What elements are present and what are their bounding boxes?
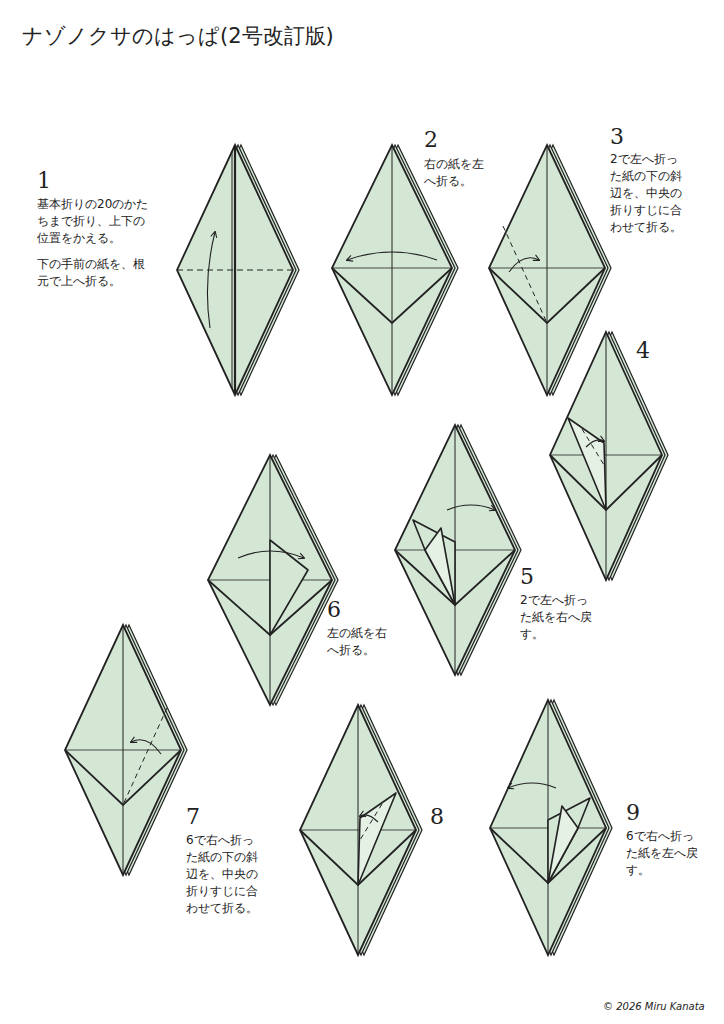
step-number: 9 [626, 800, 640, 826]
center-edge [234, 145, 236, 395]
valley-fold-line [177, 270, 293, 271]
flap-edge [332, 268, 452, 323]
folded-flap [413, 520, 455, 605]
flap-edge [489, 268, 605, 323]
valley-fold-line [123, 708, 167, 805]
step-number: 6 [327, 597, 341, 623]
step-number: 3 [610, 124, 624, 150]
step-figure [65, 625, 187, 875]
fold-arrow [207, 232, 215, 328]
step-instruction: 2で左へ折った紙を右へ戻す。 [520, 592, 598, 643]
step-number: 1 [37, 168, 51, 194]
folded-flap [425, 528, 455, 605]
fold-arrow [508, 783, 556, 788]
crease-line [300, 830, 416, 831]
paper-outline [300, 705, 416, 955]
folded-flap [548, 806, 578, 883]
step-instruction: 6で右へ折った紙の下の斜辺を、中央の折りすじに合わせて折る。 [186, 832, 264, 917]
folded-flap [568, 418, 606, 510]
paper-outline [177, 145, 293, 395]
step-instruction: 下の手前の紙を、根元で上へ折る。 [37, 256, 155, 290]
fold-arrow [347, 252, 437, 260]
step-instruction: 右の紙を左へ折る。 [424, 156, 486, 190]
valley-fold-line [503, 226, 547, 323]
fold-arrow [131, 740, 161, 754]
paper-outline [550, 332, 662, 580]
crease-line [550, 455, 662, 456]
step-figure [300, 705, 422, 955]
step-figure [177, 145, 299, 395]
paper-outline [395, 425, 515, 675]
step-figure [489, 145, 611, 395]
crease-line [65, 750, 181, 751]
step-number: 4 [636, 338, 650, 364]
step-number: 5 [520, 564, 534, 590]
fold-arrow [509, 258, 539, 272]
step-figure [395, 425, 521, 675]
step-instruction: 6で右へ折った紙を左へ戻す。 [626, 828, 704, 879]
fold-arrow [447, 505, 495, 510]
step-number: 2 [424, 127, 438, 153]
fold-arrow [238, 551, 304, 558]
paper-outline [65, 625, 181, 875]
crease-line [606, 332, 607, 580]
crease-line [489, 268, 605, 269]
valley-fold-line [582, 429, 604, 465]
paper-outline [208, 455, 332, 705]
step-figure [490, 700, 612, 955]
valley-fold-line [360, 804, 382, 840]
crease-line [392, 145, 393, 395]
step-instruction: 左の紙を右へ折る。 [327, 625, 389, 659]
crease-line [547, 145, 548, 395]
crease-line [332, 268, 452, 269]
fold-arrow [586, 440, 604, 447]
step-number: 8 [430, 804, 444, 830]
copyright-note: © 2026 Miru Kanata [603, 1000, 705, 1014]
paper-outline [489, 145, 605, 395]
flap-edge [65, 750, 181, 805]
step-figure [550, 332, 668, 580]
folded-flap [270, 540, 308, 635]
fold-arrow [360, 815, 378, 822]
step-instruction: 基本折りの20のかたちまで折り、上下の位置をかえる。 [37, 196, 155, 247]
folded-flap [548, 798, 590, 883]
folded-flap [358, 793, 396, 885]
step-instruction: 2で左へ折った紙の下の斜辺を、中央の折りすじに合わせて折る。 [610, 151, 688, 236]
paper-outline [490, 700, 606, 955]
step-figure [208, 455, 338, 705]
page-title: ナゾノクサのはっぱ(2号改訂版) [22, 22, 334, 50]
step-number: 7 [186, 804, 200, 830]
